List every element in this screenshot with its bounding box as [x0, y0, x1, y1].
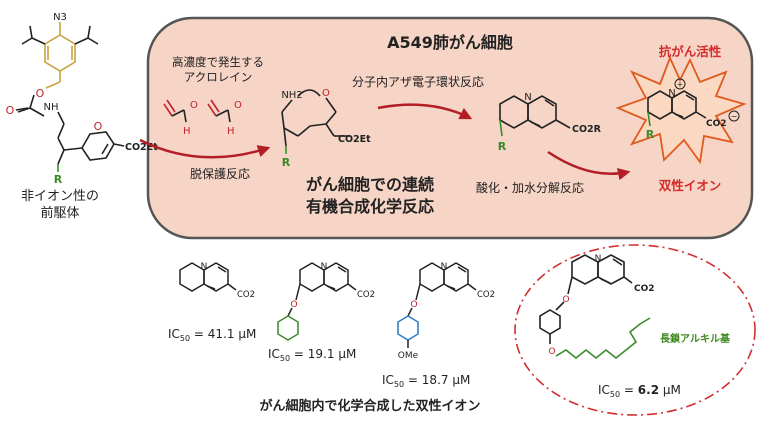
compound-4-structure: [539, 254, 651, 360]
minus-charge-icon: [728, 110, 740, 122]
bottom-caption: がん細胞内で化学合成した双性イオン: [259, 398, 480, 414]
compound-3-structure: [397, 262, 477, 348]
r-group-label: R: [54, 173, 63, 186]
acrolein-h-2: H: [227, 126, 235, 137]
reaction-arrow-icon: [377, 103, 473, 120]
acrolein-label-line1: 高濃度で発生する: [172, 55, 264, 69]
plus-charge-icon: [674, 78, 686, 90]
compound-1-n: N: [201, 262, 208, 272]
compound-3-carboxylate: CO2: [477, 290, 495, 300]
quinolizine-r: R: [498, 140, 507, 153]
nh-label: NH: [44, 102, 59, 113]
intermediate-oxygen: O: [322, 88, 330, 99]
compound-4-carboxylate: CO2: [634, 284, 655, 294]
aza-label: 分子内アザ電子環状反応: [352, 75, 484, 89]
intermediate-ester: CO2Et: [338, 134, 371, 145]
compound-3-ome: OMe: [398, 351, 419, 361]
azide-label: N3: [53, 12, 67, 23]
zwitterion-minus: −: [731, 112, 738, 121]
zwitterion-plus: +: [677, 80, 684, 89]
intermediate-molecule: [281, 89, 350, 154]
compound-1-ic50: IC50 = 41.1 μM: [168, 327, 256, 343]
center-caption-line2: 有機合成化学反応: [306, 197, 434, 216]
compound-3-oxygen: O: [410, 300, 417, 310]
compound-4-oxygen: O: [562, 295, 569, 305]
acrolein-label-line2: アクロレイン: [184, 70, 252, 84]
cell-background: [146, 16, 754, 240]
dashed-circle-icon: [514, 244, 756, 416]
compound-1-carboxylate: CO2: [237, 290, 255, 300]
compound-3-n: N: [441, 262, 448, 272]
acrolein-molecule-2: [207, 99, 231, 123]
anticancer-label: 抗がん活性: [659, 44, 722, 59]
zwitterion-r: R: [646, 128, 655, 141]
precursor-label-line1: 非イオン性の: [21, 189, 99, 204]
compound-4-n: N: [595, 254, 602, 264]
zwitterion-molecule: [647, 90, 707, 127]
acrolein-oxygen-1: O: [190, 100, 198, 111]
acrolein-molecule-1: [163, 99, 187, 123]
pyran-oxygen-label: O: [94, 120, 103, 133]
starburst-icon: [615, 55, 747, 165]
zwitterion-n: N: [668, 88, 675, 99]
cell-title: A549肺がん細胞: [387, 33, 513, 52]
long-alkyl-label: 長鎖アルキル基: [660, 332, 731, 345]
compound-2-oxygen: O: [290, 300, 297, 310]
compound-2-structure: [277, 262, 357, 341]
deprotection-label: 脱保護反応: [190, 166, 250, 181]
acrolein-h-1: H: [183, 126, 191, 137]
compound-2-carboxylate: CO2: [357, 290, 375, 300]
compound-2-n: N: [321, 262, 328, 272]
compound-1-structure: [179, 262, 237, 292]
precursor-molecule: [15, 22, 125, 172]
compound-3-ic50: IC50 = 18.7 μM: [382, 373, 470, 389]
acrolein-oxygen-2: O: [234, 100, 242, 111]
precursor-label-line2: 前駆体: [40, 205, 79, 221]
intermediate-r: R: [282, 156, 291, 169]
ester-oxygen-label: O: [36, 87, 45, 100]
zwitterion-label: 双性イオン: [658, 178, 722, 193]
ester-label: CO2Et: [125, 142, 158, 153]
compound-2-ic50: IC50 = 19.1 μM: [268, 347, 356, 363]
quinolizine-ester: CO2R: [572, 124, 602, 135]
quinolizine-molecule: [499, 95, 571, 137]
compound-4-ic50: IC50 = 6.2 μM: [598, 383, 681, 399]
center-caption-line1: がん細胞での連続: [306, 175, 434, 194]
zwitterion-carboxylate: CO2: [706, 119, 727, 129]
reaction-arrow-icon: [139, 138, 271, 159]
compound-4-oxygen-2: O: [548, 347, 555, 357]
oxidation-label: 酸化・加水分解反応: [476, 180, 584, 195]
quinolizine-n: N: [524, 92, 531, 103]
carbonyl-oxygen-label: O: [6, 104, 15, 117]
intermediate-nh2: NH2: [281, 90, 302, 101]
reaction-arrow-icon: [547, 150, 631, 181]
